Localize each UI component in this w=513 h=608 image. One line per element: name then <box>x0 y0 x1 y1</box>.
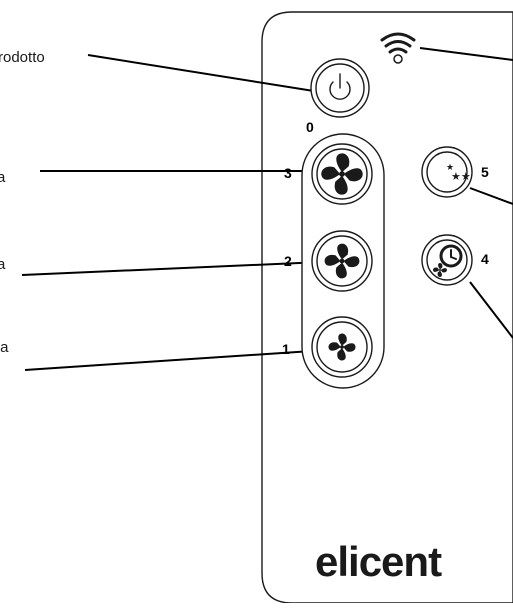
timer-number: 4 <box>481 251 489 267</box>
speed-2-button[interactable] <box>311 230 373 292</box>
timer-button[interactable] <box>421 234 473 286</box>
power-button-number: 0 <box>306 119 314 135</box>
callout-line-timer <box>469 281 513 339</box>
callout-label-speed2: a <box>0 256 6 273</box>
speed-1-button[interactable] <box>311 316 373 378</box>
power-icon <box>329 73 351 100</box>
remote-body <box>261 11 513 604</box>
speed-3-number: 3 <box>284 165 292 181</box>
speed-2-number: 2 <box>284 253 292 269</box>
night-mode-button[interactable]: ★ ★★ <box>421 146 473 198</box>
callout-line-power <box>87 54 321 93</box>
svg-text:★★: ★★ <box>451 171 471 183</box>
callout-label-speed1: ıa <box>0 339 9 356</box>
moon-stars-icon: ★ ★★ <box>432 158 471 187</box>
callout-label-product: rodotto <box>0 49 45 66</box>
speed-1-number: 1 <box>282 341 290 357</box>
wifi-signal-icon <box>380 32 416 64</box>
speed-3-button[interactable] <box>311 143 373 205</box>
night-mode-number: 5 <box>481 164 489 180</box>
brand-logo: elicent <box>315 538 442 585</box>
callout-line-night <box>469 187 513 205</box>
clock-fan-icon <box>433 244 463 277</box>
callout-line-speed1 <box>24 350 313 371</box>
power-button[interactable] <box>310 58 370 118</box>
callout-line-speed2 <box>21 261 323 276</box>
callout-line-signal <box>419 47 513 61</box>
svg-text:★: ★ <box>446 162 454 172</box>
callout-label-speed3: a <box>0 169 6 186</box>
